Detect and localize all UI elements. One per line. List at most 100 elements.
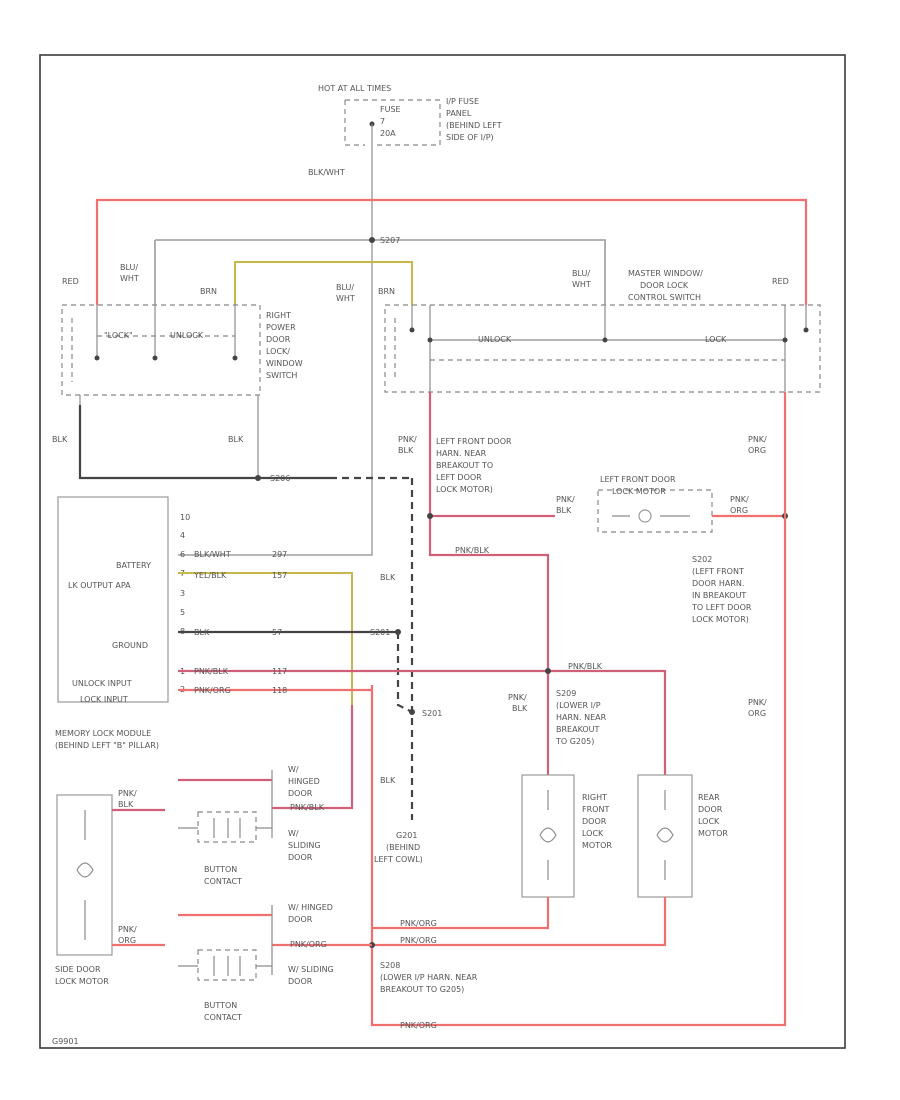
wire-yel-blk	[178, 572, 353, 705]
right-front-door-lock-motor: RIGHT FRONT DOOR LOCK MOTOR	[521, 774, 612, 898]
w-hinged-bot-1: W/ HINGED	[288, 903, 333, 912]
wire-pnk-blk-top: PNK/BLK	[568, 662, 603, 671]
switch-unlock-left: UNLOCK	[170, 331, 204, 340]
wire-pnk-blk-num: 117	[272, 667, 287, 676]
wire-pnk-org-s: PNK/ORG	[400, 919, 437, 928]
wire-pnk-org-num: 118	[272, 686, 287, 695]
lf-breakout-2: HARN. NEAR	[436, 449, 487, 458]
module-battery: BATTERY	[116, 561, 151, 570]
w-sliding-top-1: W/	[288, 829, 299, 838]
s208-line1: S208	[380, 961, 400, 970]
s209-line5: TO G205)	[555, 737, 594, 746]
wire-s207-bus	[155, 239, 606, 305]
right-switch-label-1: RIGHT	[266, 311, 291, 320]
wire-pnk-blk-right-1: PNK/	[508, 693, 527, 702]
wire-label-brn-mid: BRN	[378, 287, 395, 296]
switch-lock-right: LOCK	[705, 335, 727, 344]
lf-breakout-3: BREAKOUT TO	[436, 461, 493, 470]
ip-fuse-panel-line3: (BEHIND LEFT	[446, 121, 502, 130]
s202-line2: (LEFT FRONT	[692, 567, 744, 576]
wire-pnk-org-motor-2: ORG	[730, 506, 748, 515]
wire-pnk-blk-hinged: PNK/BLK	[290, 803, 325, 812]
pin-1: 10	[180, 513, 190, 522]
side-door-lock-motor: SIDE DOOR LOCK MOTOR PNK/ BLK PNK/ ORG	[55, 789, 137, 986]
wire-label-red-left: RED	[62, 277, 79, 286]
wire-label-blk-left: BLK	[52, 435, 68, 444]
memory-lock-module: BATTERY LK OUTPUT APA GROUND UNLOCK INPU…	[55, 496, 190, 750]
ip-fuse-panel-line4: SIDE OF I/P)	[446, 133, 494, 142]
wire-pnk-blk-lf	[428, 392, 550, 775]
rf-motor-3: DOOR	[582, 817, 607, 826]
right-switch-label-3: DOOR	[266, 335, 291, 344]
wire-pnk-org-side-1: PNK/	[118, 925, 137, 934]
module-ground: GROUND	[112, 641, 148, 650]
master-switch-label-3: CONTROL SWITCH	[628, 293, 701, 302]
lf-breakout-5: LOCK MOTOR)	[436, 485, 493, 494]
master-switch-label-2: DOOR LOCK	[640, 281, 689, 290]
module-lk-output: LK OUTPUT APA	[68, 581, 131, 590]
pin-6: 5	[180, 608, 185, 617]
pin-5: 3	[180, 589, 185, 598]
fuse-amps: 20A	[380, 129, 396, 138]
fuse-number: 7	[380, 117, 385, 126]
g201-line3: LEFT COWL)	[374, 855, 423, 864]
module-title-1: MEMORY LOCK MODULE	[55, 729, 151, 738]
w-sliding-bot-1: W/ SLIDING	[288, 965, 334, 974]
wire-label-blu-wht-mid-1: BLU/	[336, 283, 354, 292]
wire-pnk-org-motor-1: PNK/	[730, 495, 749, 504]
wire-pnk-org-far-2: ORG	[748, 709, 766, 718]
wire-blk-label: BLK	[194, 628, 210, 637]
pin-2: 4	[180, 531, 185, 540]
wire-pnk-blk-117	[178, 669, 667, 775]
fuse-label: FUSE	[380, 105, 401, 114]
right-power-door-lock-switch: RED BLU/ WHT BRN "LOCK" UNLOCK RIGHT POW…	[61, 263, 303, 478]
wire-blk-wht-mod: BLK/WHT	[194, 550, 231, 559]
wire-blk-ground	[78, 405, 258, 480]
right-switch-label-4: LOCK/	[266, 347, 290, 356]
wire-pnk-blk-vert-1: PNK/	[398, 435, 417, 444]
wire-pnk-org-trunk	[370, 392, 787, 1027]
button-contact-top-1: BUTTON	[204, 865, 237, 874]
wire-blk-wht-num: 297	[272, 550, 287, 559]
wire-label-red-right: RED	[772, 277, 789, 286]
button-contact-bot-2: CONTACT	[204, 1013, 242, 1022]
wire-label-blu-wht-left-2: WHT	[120, 274, 139, 283]
splice-s206: S206	[270, 474, 290, 483]
s202-line5: TO LEFT DOOR	[691, 603, 752, 612]
ip-fuse-panel-line2: PANEL	[446, 109, 472, 118]
wire-yel-blk-label: YEL/BLK	[193, 571, 227, 580]
wire-label-brn-left: BRN	[200, 287, 217, 296]
wire-red-top	[95, 198, 808, 305]
wire-pnk-org-right-1: PNK/	[748, 435, 767, 444]
g201-line1: G201	[396, 831, 417, 840]
wire-label-pnk-org-bottom: PNK/ORG	[400, 1021, 437, 1030]
switch-unlock-right: UNLOCK	[478, 335, 512, 344]
wire-label-blu-wht-left-1: BLU/	[120, 263, 138, 272]
right-switch-label-6: SWITCH	[266, 371, 297, 380]
module-lock-input: LOCK INPUT	[80, 695, 128, 704]
wire-pnk-org-mod: PNK/ORG	[194, 686, 231, 695]
left-front-door-lock-motor: LEFT FRONT DOOR LOCK MOTOR PNK/ BLK PNK/…	[556, 475, 749, 533]
wire-label-pnk-blk-horiz: PNK/BLK	[455, 546, 490, 555]
w-sliding-bot-2: DOOR	[288, 977, 313, 986]
wire-pnk-blk-mod: PNK/BLK	[194, 667, 229, 676]
lf-breakout-1: LEFT FRONT DOOR	[436, 437, 512, 446]
rear-motor-4: MOTOR	[698, 829, 728, 838]
wire-pnk-org-far-1: PNK/	[748, 698, 767, 707]
s208-line2: (LOWER I/P HARN. NEAR	[380, 973, 478, 982]
wire-pnk-blk-motor-1: PNK/	[556, 495, 575, 504]
s208-line3: BREAKOUT TO G205)	[380, 985, 464, 994]
wire-blk-num: 57	[272, 628, 282, 637]
w-hinged-bot-2: DOOR	[288, 915, 313, 924]
button-contact-top-2: CONTACT	[204, 877, 242, 886]
g201-line2: (BEHIND	[386, 843, 420, 852]
right-switch-label-2: POWER	[266, 323, 296, 332]
rf-motor-1: RIGHT	[582, 793, 607, 802]
w-hinged-top-3: DOOR	[288, 789, 313, 798]
button-contact-bot-1: BUTTON	[204, 1001, 237, 1010]
wire-pnk-blk-motor-2: BLK	[556, 506, 572, 515]
pin-3: 6	[180, 550, 185, 559]
right-switch-label-5: WINDOW	[266, 359, 303, 368]
module-unlock-input: UNLOCK INPUT	[72, 679, 132, 688]
